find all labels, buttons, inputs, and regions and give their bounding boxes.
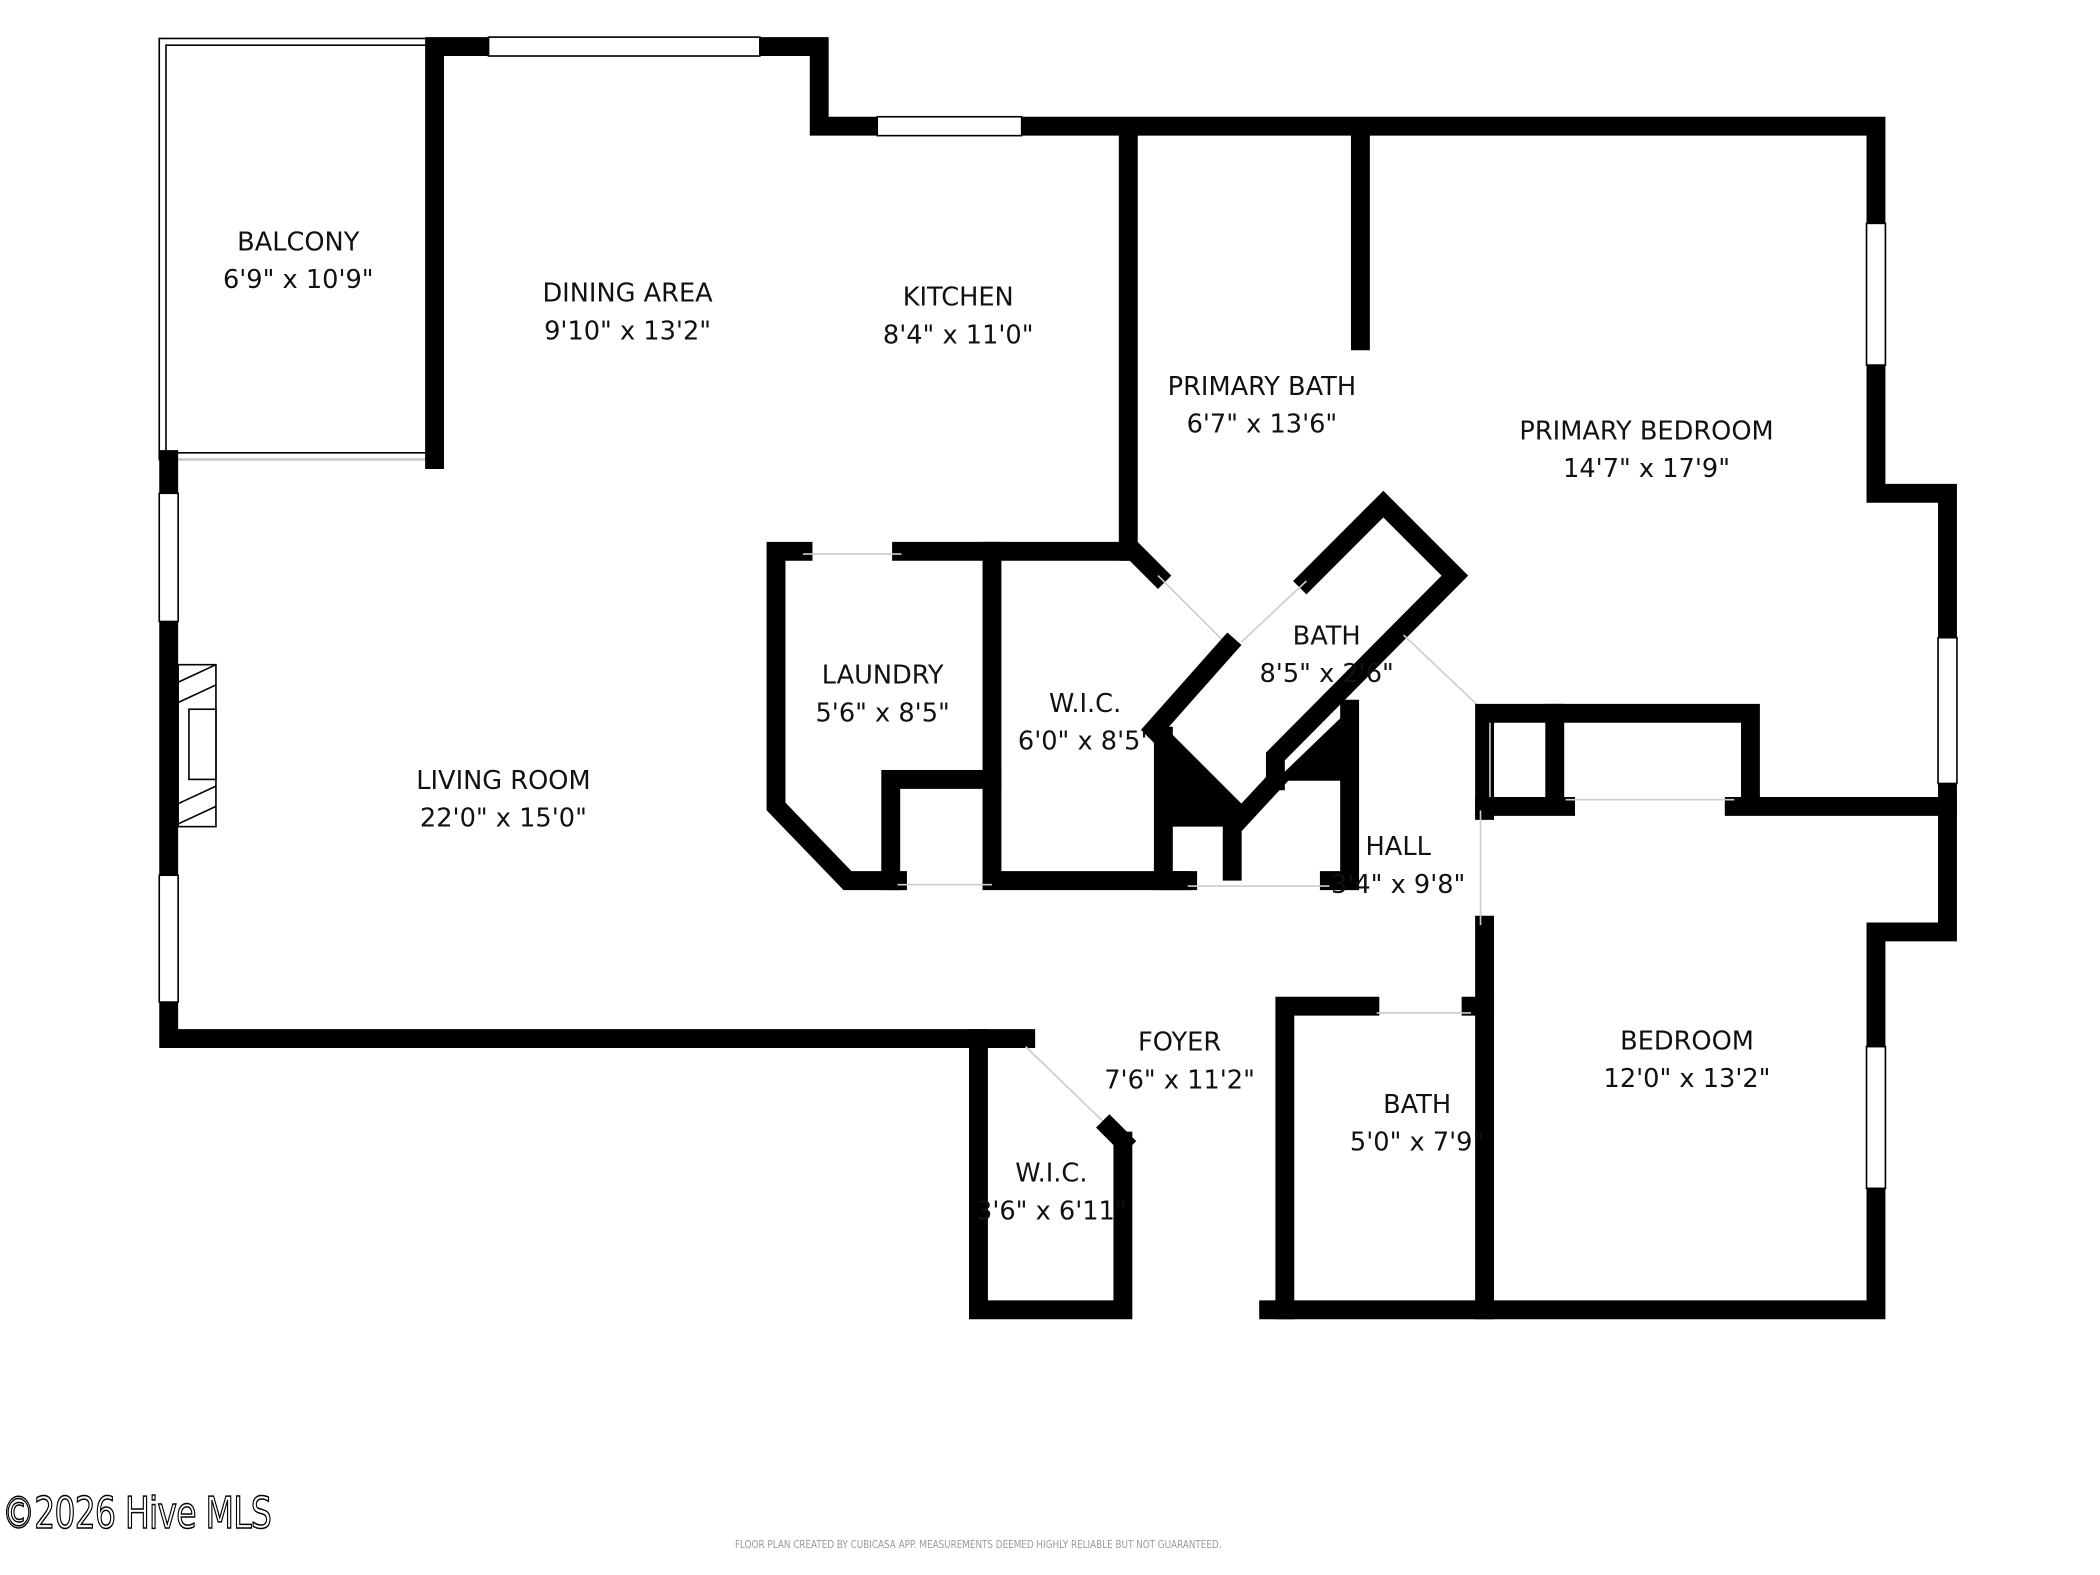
fireplace [177,663,217,828]
room-size: 7'6" x 11'2" [1104,1065,1255,1095]
room-balcony: BALCONY 6'9" x 10'9" [223,227,374,295]
room-living-room: LIVING ROOM 22'0" x 15'0" [416,766,590,834]
room-size: 9'10" x 13'2" [544,316,711,346]
room-size: 14'7" x 17'9" [1563,454,1730,484]
room-bath-1: BATH 8'5" x 2'6" [1259,621,1393,689]
room-hall: HALL 3'4" x 9'8" [1331,832,1465,900]
room-primary-bath: PRIMARY BATH 6'7" x 13'6" [1168,372,1356,440]
room-wic-1: W.I.C. 6'0" x 8'5" [1018,689,1152,757]
room-name: BALCONY [237,227,360,257]
room-size: 3'4" x 9'8" [1331,870,1465,900]
disclaimer-text: FLOOR PLAN CREATED BY CUBICASA APP. MEAS… [735,1538,1222,1551]
room-name: BEDROOM [1620,1026,1754,1056]
room-size: 6'0" x 8'5" [1018,727,1152,757]
room-size: 22'0" x 15'0" [420,804,587,834]
room-foyer: FOYER 7'6" x 11'2" [1104,1028,1255,1096]
room-name: KITCHEN [903,283,1014,313]
copyright-watermark: ©2026 Hive MLS [1,1487,272,1540]
room-primary-bedroom: PRIMARY BEDROOM 14'7" x 17'9" [1519,416,1773,484]
room-name: PRIMARY BEDROOM [1519,416,1773,446]
room-kitchen: KITCHEN 8'4" x 11'0" [883,283,1034,351]
room-size: 8'5" x 2'6" [1259,659,1393,689]
room-wic-2: W.I.C. 3'6" x 6'11" [976,1159,1127,1227]
exterior-walls [159,37,1957,1320]
room-bedroom: BEDROOM 12'0" x 13'2" [1604,1026,1771,1094]
room-size: 12'0" x 13'2" [1604,1064,1771,1094]
room-name: W.I.C. [1015,1159,1087,1189]
room-size: 6'7" x 13'6" [1187,410,1338,440]
room-size: 5'0" x 7'9" [1350,1128,1484,1158]
room-size: 3'6" x 6'11" [976,1196,1127,1226]
windows [158,36,1958,1190]
room-name: LIVING ROOM [416,766,590,796]
room-name: BATH [1293,621,1361,651]
room-name: FOYER [1138,1028,1221,1058]
room-size: 8'4" x 11'0" [883,320,1034,350]
interior-walls [766,126,1957,1320]
room-size: 5'6" x 8'5" [815,698,949,728]
room-name: HALL [1366,832,1432,862]
room-name: BATH [1383,1090,1451,1120]
room-name: LAUNDRY [822,661,944,691]
room-laundry: LAUNDRY 5'6" x 8'5" [815,661,949,729]
room-size: 6'9" x 10'9" [223,265,374,295]
room-name: PRIMARY BATH [1168,372,1356,402]
room-dining-area: DINING AREA 9'10" x 13'2" [542,279,713,347]
room-name: DINING AREA [542,279,713,309]
room-name: W.I.C. [1049,689,1121,719]
room-bath-2: BATH 5'0" x 7'9" [1350,1090,1484,1158]
